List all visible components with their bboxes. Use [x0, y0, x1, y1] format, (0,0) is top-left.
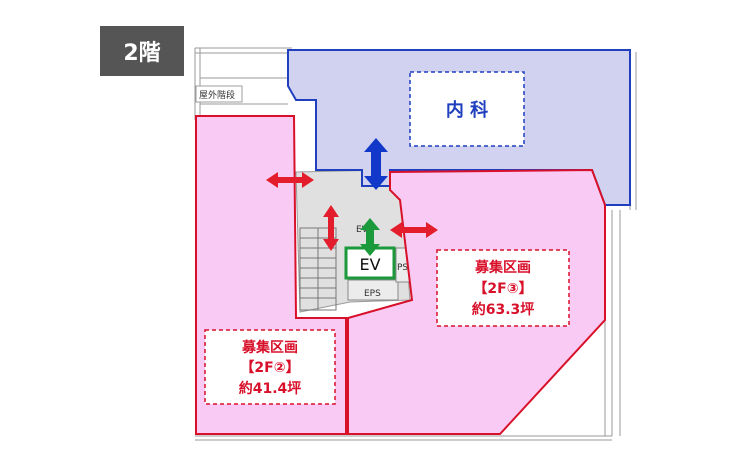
red-arrow-left-horizontal: [266, 172, 314, 188]
unit-2f2-line3: 約41.4坪: [239, 380, 302, 397]
unit-2f2-line1: 募集区画: [241, 339, 298, 356]
unit-2f3-line3: 約63.3坪: [472, 301, 535, 318]
naika-label: 内 科: [446, 99, 488, 121]
blue-arrow-vertical: [364, 138, 388, 190]
unit-2f2-label-box: [204, 329, 336, 405]
outdoor-stair-label: 屋外階段: [199, 89, 235, 101]
unit-2f3-line1: 募集区画: [474, 259, 531, 276]
unit-2f3-line2: 【2F③】: [473, 281, 532, 297]
green-arrow-vertical: [360, 218, 380, 256]
ps-label: PS: [397, 263, 408, 273]
floor-label: 2階: [100, 26, 184, 76]
red-arrow-vertical: [323, 205, 339, 251]
red-arrow-right-horizontal: [390, 222, 438, 238]
elevator-label: EV: [359, 255, 380, 274]
eps-room: [347, 279, 399, 301]
unit-2f2-line2: 【2F②】: [240, 360, 299, 376]
outdoor-stair-box: [195, 85, 243, 103]
eps-label: EPS: [364, 289, 381, 299]
unit-2f3-label-box: [436, 249, 570, 327]
naika-label-box: [409, 71, 525, 147]
